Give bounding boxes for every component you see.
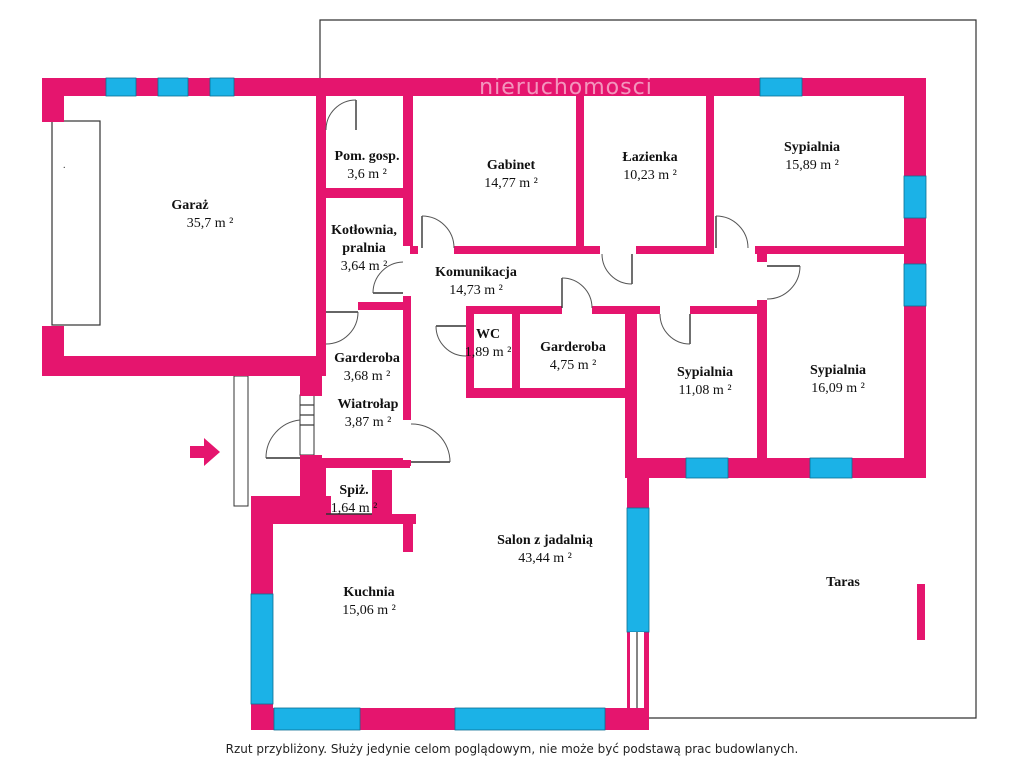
room-name: Garaż (171, 198, 208, 213)
room-area: 3,68 m ² (344, 369, 391, 384)
room-name: Garderoba (540, 340, 606, 355)
room-name: Sypialnia (810, 363, 866, 378)
room-area: 4,75 m ² (550, 358, 597, 373)
room-name: WC (476, 327, 500, 342)
room-area: 14,73 m ² (449, 283, 503, 298)
room-area: 1,64 m ² (331, 501, 378, 516)
room-labels: Garaż 35,7 m ² Pom. gosp. 3,6 m ² Gabine… (171, 140, 866, 618)
room-area: 1,89 m ² (465, 345, 512, 360)
room-name: Garderoba (334, 351, 400, 366)
svg-text:.: . (63, 160, 66, 171)
room-area: 3,64 m ² (341, 259, 388, 274)
room-name: Pom. gosp. (335, 149, 400, 164)
room-name: Taras (826, 575, 860, 590)
room-area: 3,6 m ² (347, 167, 387, 182)
watermark-text: nieruchomosci (479, 75, 653, 100)
room-name: Gabinet (487, 158, 536, 173)
room-area: 10,23 m ² (623, 168, 677, 183)
room-area: 16,09 m ² (811, 381, 865, 396)
room-area: 35,7 m ² (187, 216, 234, 231)
room-name: Kotłownia, (331, 223, 397, 238)
room-area: 3,87 m ² (345, 415, 392, 430)
room-area: 15,89 m ² (785, 158, 839, 173)
windows (105, 77, 927, 731)
room-name: Spiż. (339, 483, 368, 498)
room-name: Salon z jadalnią (497, 533, 593, 548)
room-name: Wiatrołap (338, 397, 399, 412)
entrance-arrow-icon (190, 438, 220, 466)
room-area: 43,44 m ² (518, 551, 572, 566)
disclaimer-footnote: Rzut przybliżony. Służy jedynie celom po… (225, 742, 799, 756)
doors (265, 96, 801, 515)
terrace-outline (319, 19, 977, 719)
room-name: Łazienka (622, 150, 677, 165)
room-name: Sypialnia (677, 365, 733, 380)
room-name: pralnia (342, 241, 386, 256)
terrace-pillar (917, 584, 925, 640)
entrance-stairs (233, 375, 315, 507)
garage-door (51, 120, 101, 326)
room-name: Sypialnia (784, 140, 840, 155)
room-area: 14,77 m ² (484, 176, 538, 191)
room-name: Kuchnia (343, 585, 394, 600)
room-area: 15,06 m ² (342, 603, 396, 618)
room-area: 11,08 m ² (678, 383, 731, 398)
room-name: Komunikacja (435, 265, 517, 280)
